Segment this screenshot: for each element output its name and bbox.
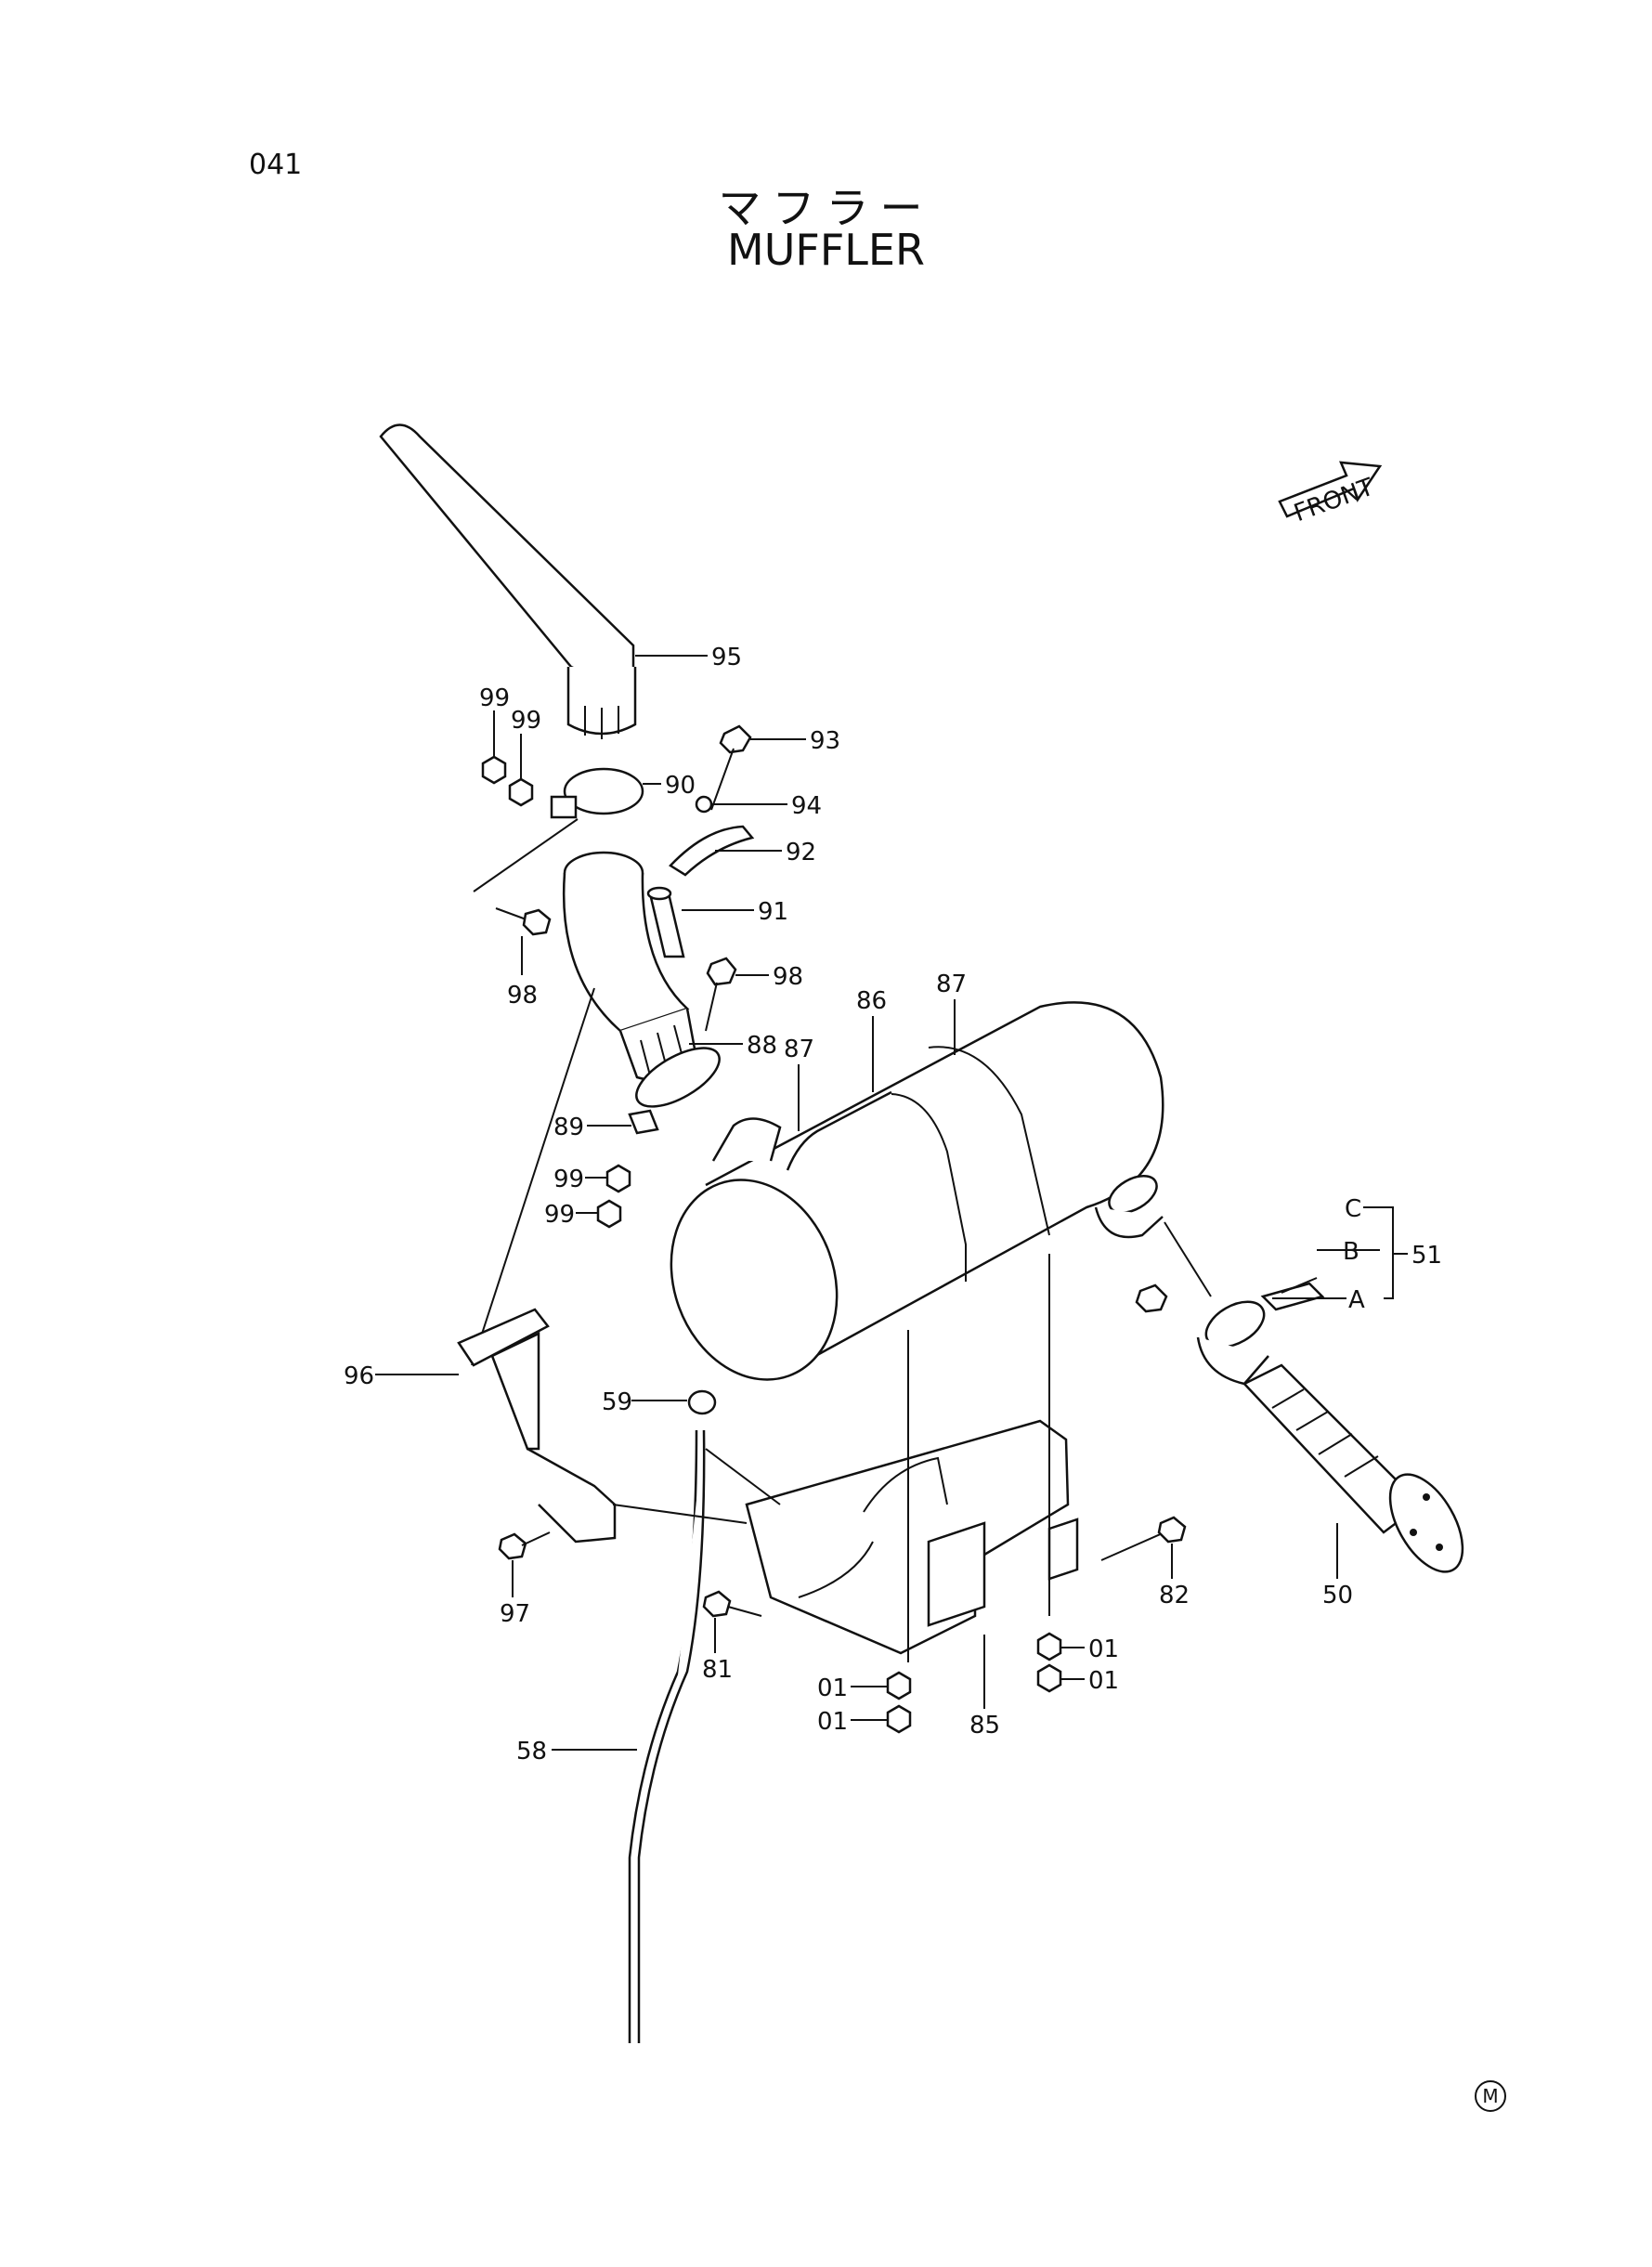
callout-81: 81 [702, 1656, 733, 1684]
callout-99-b: 99 [511, 707, 541, 735]
title-english: MUFFLER [727, 225, 925, 275]
callout-95: 95 [711, 644, 742, 671]
flex-pipe-50 [1242, 1363, 1464, 1573]
callout-92: 92 [786, 839, 816, 866]
nut-99-a [481, 755, 507, 785]
callout-89: 89 [553, 1114, 584, 1141]
bolt-93 [710, 724, 752, 811]
callout-96: 96 [344, 1362, 374, 1390]
nut-99-d [596, 1199, 622, 1229]
nut-01-c [886, 1671, 912, 1700]
clamp-89 [628, 1047, 721, 1135]
callout-99-c: 99 [553, 1166, 584, 1193]
callout-58: 58 [516, 1738, 547, 1765]
nut-99-c [605, 1164, 631, 1193]
bolt-81 [702, 1590, 762, 1618]
callout-51: 51 [1411, 1242, 1442, 1270]
callout-87-a: 87 [936, 971, 967, 998]
callout-88: 88 [747, 1032, 777, 1060]
nut-01-d [886, 1704, 912, 1734]
bracket-96 [457, 1308, 617, 1544]
bolt-82 [1100, 1516, 1187, 1561]
stand-bracket-85 [745, 1419, 1079, 1655]
callout-01-c: 01 [817, 1674, 848, 1702]
bolt-97 [498, 1531, 551, 1560]
callout-a: A [1348, 1286, 1365, 1314]
bolt-98-b [705, 957, 737, 1032]
nut-99-b [508, 777, 534, 807]
callout-01-a: 01 [1088, 1635, 1119, 1663]
callout-82: 82 [1159, 1582, 1190, 1609]
callout-99-a: 99 [479, 684, 510, 712]
clamp-90 [550, 767, 644, 819]
tail-pipe-95 [379, 423, 637, 739]
callout-93: 93 [810, 727, 840, 755]
footer-mark: M [1475, 2080, 1506, 2112]
muffler-outlet [1094, 1175, 1164, 1239]
page-number: 041 [249, 149, 303, 181]
elbow-pipe-88 [562, 851, 698, 1081]
callout-98-b: 98 [773, 963, 803, 991]
callout-c: C [1345, 1195, 1361, 1223]
muffler-body-86 [670, 1001, 1164, 1381]
callout-91: 91 [758, 898, 788, 926]
bolt-98-a [495, 907, 552, 936]
clip-59 [687, 1389, 717, 1415]
nut-01-b [1036, 1663, 1062, 1693]
callout-94: 94 [791, 792, 822, 820]
callout-59: 59 [602, 1388, 632, 1416]
callout-01-d: 01 [817, 1708, 848, 1736]
callout-b: B [1343, 1238, 1359, 1266]
clamp-51 [1135, 1277, 1325, 1386]
nut-01-a [1036, 1632, 1062, 1661]
pipe-91 [646, 886, 685, 958]
washer-94 [695, 795, 713, 814]
drain-hose-58 [628, 1429, 706, 2043]
callout-87-b: 87 [784, 1036, 814, 1063]
bracket-92 [669, 825, 755, 877]
title-japanese: マフラー [718, 183, 934, 233]
callout-85: 85 [969, 1712, 1000, 1739]
callout-98-a: 98 [507, 982, 538, 1010]
front-arrow-icon: FRONT [1278, 461, 1383, 528]
callout-99-d: 99 [544, 1201, 575, 1229]
callout-86: 86 [856, 987, 887, 1015]
callout-97: 97 [500, 1600, 530, 1628]
callout-50: 50 [1322, 1582, 1353, 1609]
callout-90: 90 [665, 772, 696, 800]
callout-01-b: 01 [1088, 1667, 1119, 1695]
